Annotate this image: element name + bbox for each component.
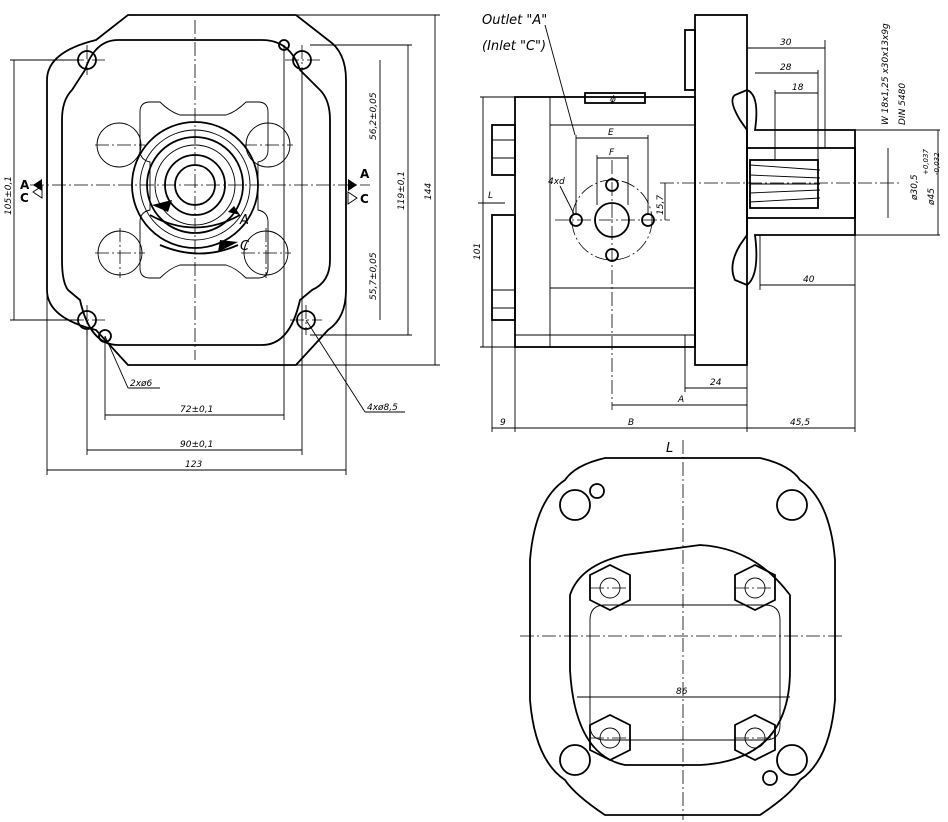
dim-105: 105±0,1 xyxy=(4,176,14,215)
dim-144: 144 xyxy=(424,183,434,200)
side-bolt-bottom xyxy=(491,214,516,321)
dim-45-tol-lower: -0,032 xyxy=(933,152,941,175)
dim-e: E xyxy=(608,128,614,138)
dim-24: 24 xyxy=(710,378,722,388)
section-marker-c-left: C xyxy=(20,191,29,205)
section-marker-a-left: A xyxy=(20,178,30,192)
dim-90: 90±0,1 xyxy=(180,440,213,450)
rear-view: L 86 xyxy=(520,440,845,820)
dim-15-7: 15,7 xyxy=(656,195,666,215)
side-shaft-section xyxy=(731,89,856,287)
outlet-label: Outlet "A" xyxy=(482,13,547,28)
section-marker-a-right: A xyxy=(360,167,370,181)
dim-b: B xyxy=(628,418,634,428)
dim-45-5: 45,5 xyxy=(790,418,810,428)
dim-9: 9 xyxy=(500,418,506,428)
dim-72: 72±0,1 xyxy=(180,405,213,415)
dim-28: 28 xyxy=(780,63,792,73)
dim-55-7: 55,7±0,05 xyxy=(369,252,379,300)
side-port-symbol: ϕ xyxy=(610,95,616,105)
front-pocket-outline xyxy=(139,101,269,279)
dim-18: 18 xyxy=(792,83,804,93)
dim-l: L xyxy=(488,191,493,201)
dim-123: 123 xyxy=(185,460,202,470)
side-body xyxy=(514,96,696,348)
rear-label-l: L xyxy=(666,441,673,456)
dim-30: 30 xyxy=(780,38,792,48)
rotation-label-c: C xyxy=(240,239,250,254)
dim-40: 40 xyxy=(803,275,815,285)
rear-inner-body xyxy=(569,544,791,766)
spline-spec: W 18x1,25 x30x13x9g xyxy=(881,23,891,125)
section-marker-c-right: C xyxy=(360,192,369,206)
dim-86: 86 xyxy=(676,687,688,697)
rotation-label-a: A xyxy=(239,213,249,228)
callout-large-holes: 4xø8,5 xyxy=(367,403,398,413)
spline-std: DIN 5480 xyxy=(898,83,908,125)
dim-f: F xyxy=(609,148,615,158)
callout-small-holes: 2xø6 xyxy=(130,379,153,389)
dim-45: ø45 xyxy=(927,188,937,206)
front-flange-outline xyxy=(46,14,347,366)
rear-outline xyxy=(529,457,836,816)
dim-45-tol-upper: +0,037 xyxy=(922,149,930,175)
front-view: A C A C A C 72±0,1 90±0,1 123 144 105±0,… xyxy=(4,14,440,475)
front-body-outline xyxy=(61,39,331,346)
inlet-label: (Inlet "C") xyxy=(482,39,546,54)
side-bolt-top xyxy=(491,124,516,176)
side-flange xyxy=(694,14,748,366)
dim-119: 119±0,1 xyxy=(397,171,407,210)
dim-101: 101 xyxy=(473,243,483,260)
dim-30-5: ø30,5 xyxy=(910,174,920,201)
dim-4xd: 4xd xyxy=(548,177,565,187)
dim-a: A xyxy=(677,395,684,405)
dim-56-2: 56,2±0,05 xyxy=(369,92,379,140)
side-view: ϕ Outlet "A" (Inlet "C") E F 4xd 15,7 L xyxy=(473,13,941,432)
